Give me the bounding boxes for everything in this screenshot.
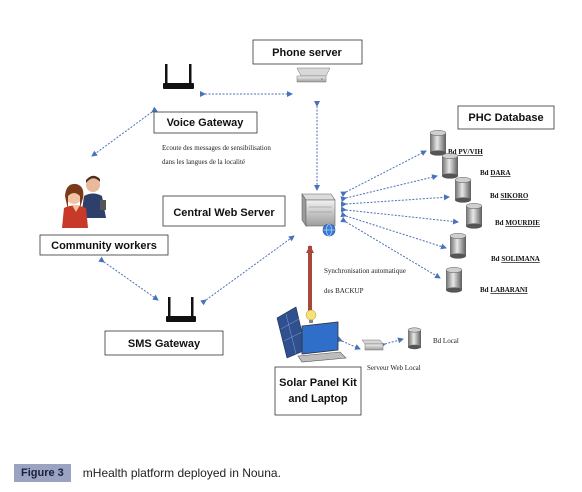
server-icon xyxy=(301,193,336,227)
svg-text:Bd PV/VIH: Bd PV/VIH xyxy=(448,148,483,156)
solar-panel-kit-label-line1: Solar Panel Kit xyxy=(279,377,357,389)
sms-gateway-label: SMS Gateway xyxy=(128,338,201,350)
central-web-server-box xyxy=(162,195,286,227)
database-icon xyxy=(449,233,467,259)
svg-text:Bd DARA: Bd DARA xyxy=(480,169,511,177)
ecoute-annotation-line1: Ecoute des messages de sensibilisation xyxy=(162,144,271,152)
database-prefix: Bd xyxy=(480,286,490,294)
voice-gateway-node: Voice Gateway xyxy=(153,64,258,134)
figure-caption: Figure 3 mHealth platform deployed in No… xyxy=(14,463,281,483)
voice-gateway-box xyxy=(153,111,258,134)
light-bulb-icon xyxy=(305,309,317,323)
database-icon xyxy=(407,327,422,350)
arrow-laptop-local xyxy=(336,336,361,350)
database-name: MOURDIE xyxy=(505,219,540,227)
sms-gateway-node: SMS Gateway xyxy=(104,297,224,356)
serveur-web-local-label: Serveur Web Local xyxy=(367,364,421,372)
database-prefix: Bd xyxy=(448,148,458,156)
voice-gateway-label: Voice Gateway xyxy=(167,117,245,129)
arrow-db-3 xyxy=(340,194,450,208)
globe-icon xyxy=(322,223,336,237)
arrow-sms-central xyxy=(200,235,295,306)
svg-text:Bd SIKORO: Bd SIKORO xyxy=(490,192,529,200)
database-prefix: Bd xyxy=(491,255,501,263)
database-icon xyxy=(429,130,447,156)
sync-annotation-line1: Synchronisation automatique xyxy=(324,267,406,275)
router-icon xyxy=(163,64,194,89)
local-server-node: Serveur Web Local xyxy=(361,339,421,372)
svg-text:Bd LABARANI: Bd LABARANI xyxy=(480,286,528,294)
database-name: SOLIMANA xyxy=(501,255,540,263)
sms-gateway-box xyxy=(104,330,224,356)
solar-panel-kit-node: Solar Panel Kit and Laptop xyxy=(274,366,362,416)
database-item: Bd DARA xyxy=(441,153,511,179)
solar-panel-kit-label-line2: and Laptop xyxy=(288,393,348,405)
database-prefix: Bd xyxy=(490,192,500,200)
database-prefix: Bd xyxy=(495,219,505,227)
arrow-db-2 xyxy=(340,174,438,203)
central-web-server-node: Central Web Server xyxy=(162,193,336,237)
phone-server-node: Phone server xyxy=(252,39,363,83)
database-prefix: Bd xyxy=(480,169,490,177)
figure-caption-text: mHealth platform deployed in Nouna. xyxy=(82,466,281,480)
database-icon xyxy=(441,153,459,179)
database-item: Bd LABARANI xyxy=(445,267,528,294)
database-item: Bd PV/VIH xyxy=(429,130,483,156)
arrow-voice-community xyxy=(91,106,158,157)
arrow-local-bd xyxy=(379,337,404,349)
router-icon xyxy=(166,297,196,322)
people-icon xyxy=(62,175,106,228)
database-icon xyxy=(465,203,483,229)
phc-database-node: PHC Database xyxy=(457,105,555,130)
solar-laptop-icon xyxy=(276,306,347,363)
svg-text:Bd MOURDIE: Bd MOURDIE xyxy=(495,219,540,227)
laptop-icon xyxy=(297,321,347,363)
phone-server-icon xyxy=(296,67,331,83)
database-icon xyxy=(454,177,472,203)
database-list: Bd PV/VIH Bd DARA Bd SIKORO B xyxy=(429,130,540,294)
arrow-db-6 xyxy=(340,216,441,279)
svg-text:Bd SOLIMANA: Bd SOLIMANA xyxy=(491,255,540,263)
phc-database-box xyxy=(457,105,555,130)
arrow-db-1 xyxy=(340,150,427,197)
community-workers-box xyxy=(39,234,169,256)
database-name: LABARANI xyxy=(490,286,528,294)
server-icon xyxy=(361,339,384,351)
database-item: Bd MOURDIE xyxy=(465,203,540,229)
database-name: PV/VIH xyxy=(458,148,483,156)
figure-label: Figure 3 xyxy=(14,464,71,482)
database-name: SIKORO xyxy=(500,192,529,200)
arrow-db-4 xyxy=(340,206,459,225)
ecoute-annotation-line2: dans les langues de la localité xyxy=(162,158,245,166)
database-item: Bd SOLIMANA xyxy=(449,233,540,263)
bd-local-label: Bd Local xyxy=(433,337,459,345)
sync-annotation-line2: des BACKUP xyxy=(324,287,364,295)
arrow-community-sms xyxy=(98,256,159,301)
bd-local-node: Bd Local xyxy=(407,327,459,350)
phc-database-label: PHC Database xyxy=(468,112,543,124)
database-name: DARA xyxy=(490,169,510,177)
phone-server-label: Phone server xyxy=(272,47,342,59)
central-web-server-label: Central Web Server xyxy=(173,207,275,219)
arrow-db-5 xyxy=(340,211,447,250)
phone-server-box xyxy=(252,39,363,65)
community-workers-label: Community workers xyxy=(51,240,157,252)
community-workers-node: Community workers xyxy=(39,175,169,256)
solar-panel-kit-box xyxy=(274,366,362,416)
connections xyxy=(91,91,459,350)
database-icon xyxy=(445,267,463,293)
database-item: Bd SIKORO xyxy=(454,177,529,203)
